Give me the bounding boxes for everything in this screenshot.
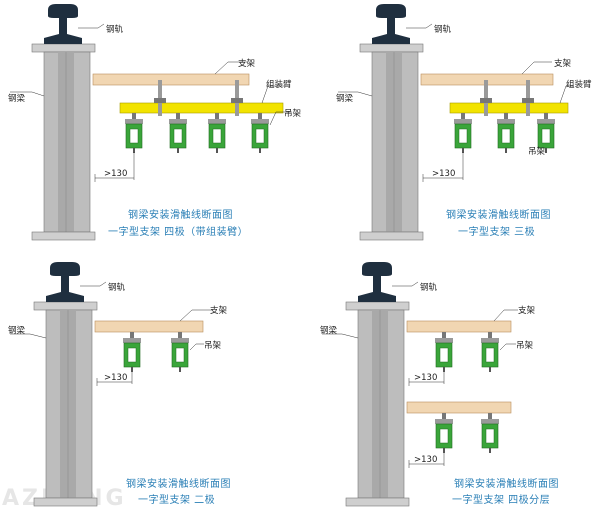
beam-label: 钢梁: [320, 325, 338, 336]
bracket-label: 支架: [210, 305, 228, 316]
hanger-group: [125, 113, 269, 153]
caption-line-2: 一字型支架 四极分层: [452, 493, 550, 506]
steel-beam: [31, 43, 96, 241]
assembly-arm: [119, 80, 284, 116]
rail-label: 钢轨: [108, 282, 126, 293]
arm-label: 组装臂: [566, 79, 592, 90]
hanger: [454, 113, 472, 153]
leader-lines: [10, 281, 212, 351]
caption-line-1: 钢梁安装滑触线断面图: [126, 477, 231, 490]
hanger-group: [435, 332, 499, 453]
steel-rail: [358, 262, 396, 302]
beam-label: 钢梁: [336, 93, 354, 104]
panel-three-pole: 钢轨 钢梁 支架 组装臂 吊架 >130 钢梁安装滑触线断面图 一字型支架 三极: [336, 4, 592, 241]
hanger: [497, 113, 515, 153]
leader-lines: [10, 23, 292, 126]
hanger-label: 吊架: [284, 109, 302, 119]
hanger: [125, 113, 143, 153]
assembly-arm: [449, 80, 569, 116]
panel-four-pole-with-arm: 钢轨 钢梁 支架 组装臂 吊架 >130 钢梁安装滑触线断面图 一字型支架 四极…: [8, 4, 302, 241]
caption-line-1: 钢梁安装滑触线断面图: [128, 208, 233, 221]
bracket-upper: [406, 320, 512, 333]
bracket-label: 支架: [518, 305, 536, 316]
dimension-130: [96, 372, 133, 386]
hanger: [435, 332, 453, 372]
caption-line-1: 钢梁安装滑触线断面图: [454, 477, 559, 490]
dimension-label-lower: >130: [414, 455, 437, 465]
hanger: [171, 332, 189, 372]
leader-lines: [338, 23, 574, 104]
arm-label: 组装臂: [266, 79, 292, 90]
beam-label: 钢梁: [8, 325, 26, 336]
dimension-label: >130: [104, 169, 127, 179]
hanger-label: 吊架: [204, 341, 222, 351]
dimension-130: [408, 372, 445, 468]
hanger: [481, 332, 499, 372]
bracket-label: 支架: [238, 58, 256, 69]
hanger: [537, 113, 555, 153]
steel-beam: [359, 43, 424, 241]
panel-four-pole-layered: 钢轨 钢梁 支架 吊架 >130 >130 钢梁安装滑触线断面图 一字型支架 四…: [320, 262, 559, 507]
steel-rail: [46, 262, 84, 302]
rail-label: 钢轨: [106, 24, 124, 35]
hanger: [123, 332, 141, 372]
dimension-label: >130: [432, 169, 455, 179]
caption-line-1: 钢梁安装滑触线断面图: [446, 208, 551, 221]
beam-label: 钢梁: [8, 93, 26, 104]
hanger: [435, 413, 453, 453]
dimension-label: >130: [104, 373, 127, 383]
steel-beam: [33, 301, 98, 507]
dimension-130: [422, 152, 464, 182]
dimension-label: >130: [414, 373, 437, 383]
steel-beam: [345, 301, 410, 507]
hanger: [251, 113, 269, 153]
hanger-group: [454, 113, 555, 153]
hanger: [169, 113, 187, 153]
caption-line-2: 一字型支架 二极: [138, 493, 215, 506]
caption-line-2: 一字型支架 四极（带组装臂）: [108, 225, 248, 238]
bracket-label: 支架: [554, 58, 572, 69]
rail-label: 钢轨: [434, 24, 452, 35]
hanger-label: 吊架: [516, 341, 534, 351]
hanger: [481, 413, 499, 453]
hanger-label: 吊架: [528, 147, 546, 157]
steel-rail: [44, 4, 82, 44]
hanger-group: [123, 332, 189, 372]
bracket: [94, 320, 204, 333]
bracket-lower: [406, 401, 512, 414]
panel-two-pole: 钢轨 钢梁 支架 吊架 >130 钢梁安装滑触线断面图 一字型支架 二极: [8, 262, 231, 507]
rail-label: 钢轨: [420, 282, 438, 293]
dimension-130: [94, 152, 135, 182]
leader-lines: [322, 281, 518, 351]
caption-line-2: 一字型支架 三极: [458, 225, 535, 238]
hanger: [208, 113, 226, 153]
bracket: [92, 73, 250, 86]
steel-rail: [372, 4, 410, 44]
